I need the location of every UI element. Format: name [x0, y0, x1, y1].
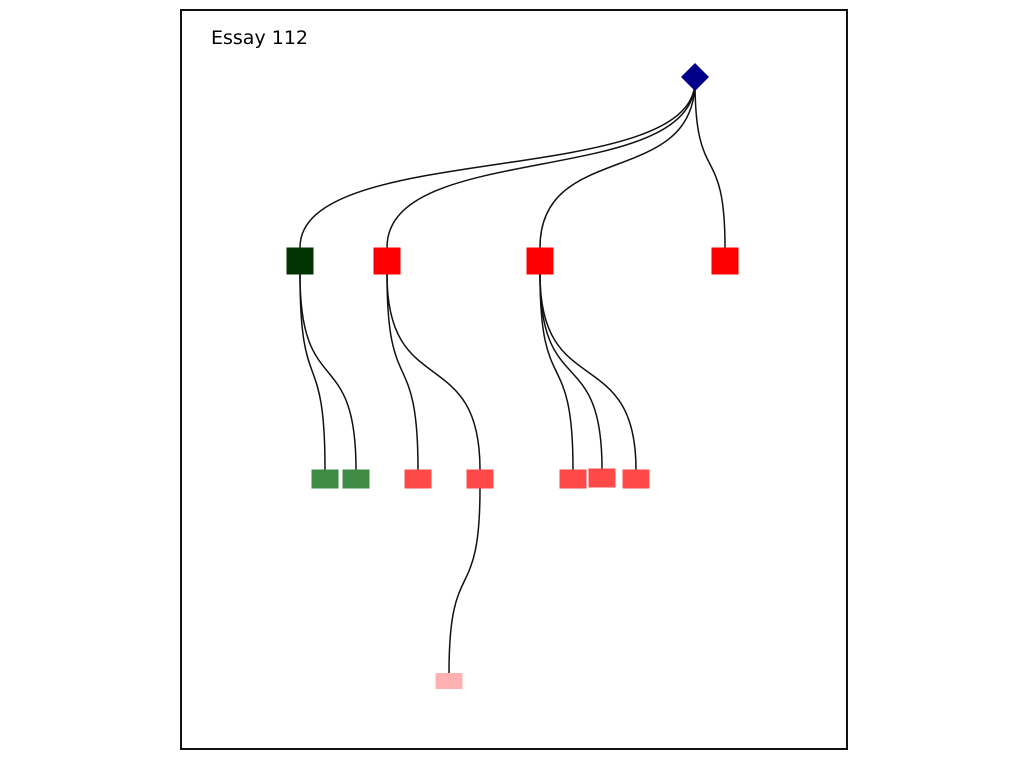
- node-n3a: [559, 469, 587, 489]
- node-n3b: [588, 468, 616, 488]
- node-n2b1: [435, 673, 463, 689]
- edge-root-n2: [386, 80, 696, 248]
- edge-n2-n2a: [386, 274, 419, 470]
- node-n1a: [311, 469, 339, 489]
- node-n4: [711, 247, 739, 275]
- edge-n3-n3b: [539, 274, 603, 469]
- edge-root-n4: [694, 80, 726, 248]
- node-n2: [373, 247, 401, 275]
- node-n3: [526, 247, 554, 275]
- diagram-title: Essay 112: [211, 27, 308, 49]
- node-n2b: [466, 469, 494, 489]
- node-n3c: [622, 469, 650, 489]
- node-n2a: [404, 469, 432, 489]
- edge-n2b-n2b1: [448, 488, 481, 674]
- edge-n1-n1b: [299, 274, 357, 470]
- edge-n1-n1a: [299, 274, 326, 470]
- edge-root-n1: [299, 80, 696, 248]
- edges: [299, 80, 726, 674]
- edge-root-n3: [539, 80, 696, 248]
- edge-n3-n3a: [539, 274, 574, 470]
- node-n1b: [342, 469, 370, 489]
- edge-n3-n3c: [539, 274, 637, 470]
- edge-n2-n2b: [386, 274, 481, 470]
- diagram-frame: [180, 9, 848, 750]
- node-root: [681, 63, 709, 91]
- node-n1: [286, 247, 314, 275]
